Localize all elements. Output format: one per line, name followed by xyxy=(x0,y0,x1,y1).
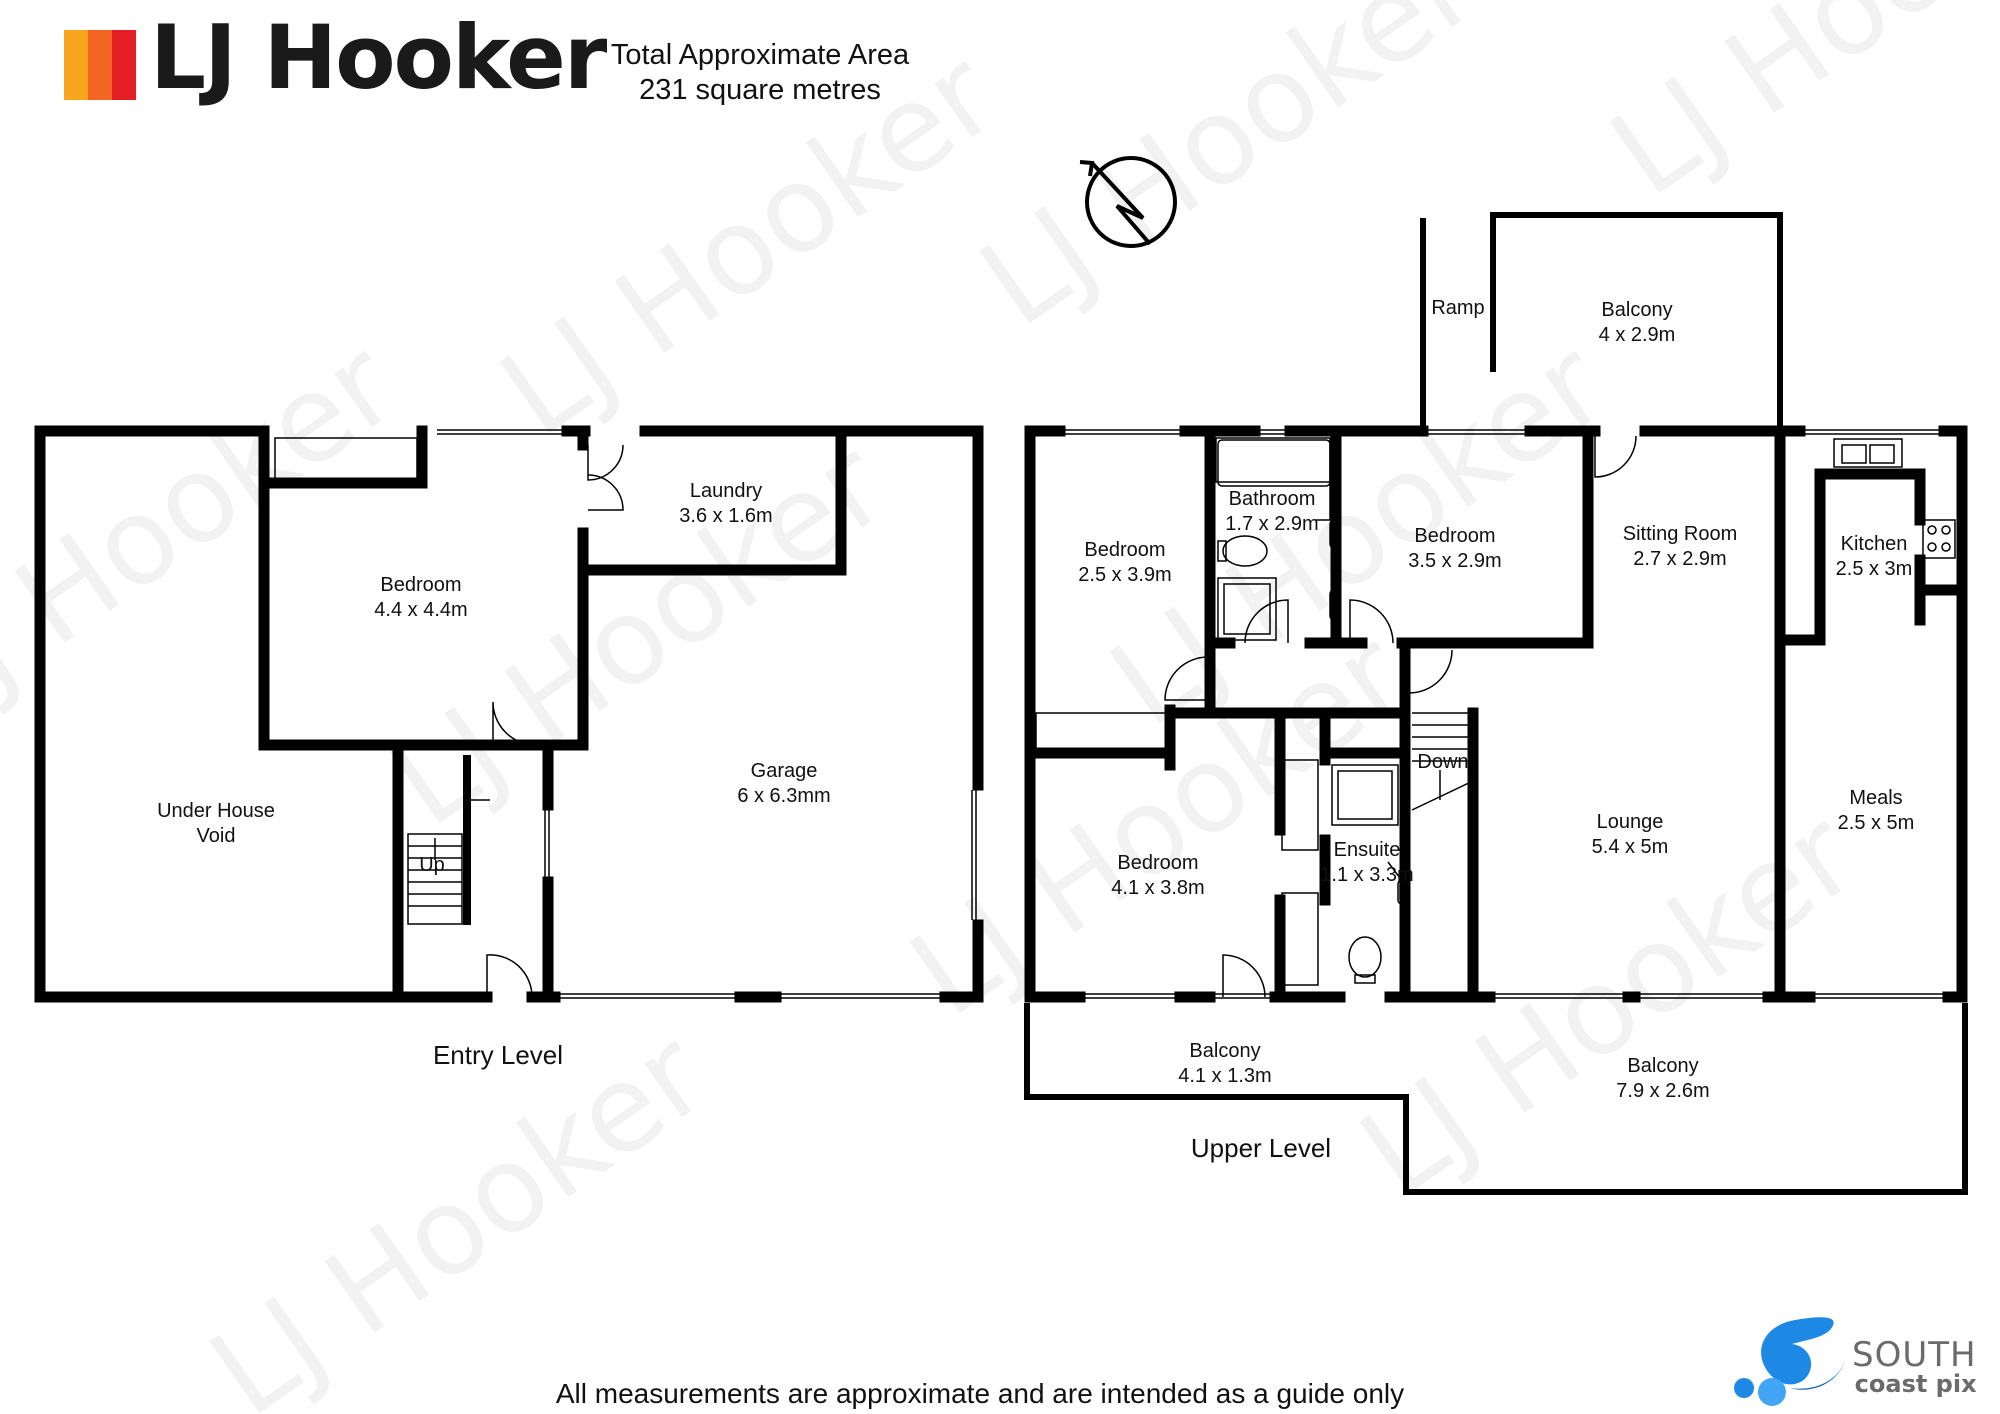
upper-level-windows xyxy=(1035,429,1963,999)
entry-level-label: Entry Level xyxy=(433,1040,563,1070)
bathroom-fixtures xyxy=(1217,439,1407,984)
room-name: Lounge xyxy=(1597,811,1664,833)
room-name: Bedroom xyxy=(380,574,461,596)
north-arrow-icon xyxy=(1079,156,1177,248)
disclaimer: All measurements are approximate and are… xyxy=(555,1378,1405,1409)
stairs-up xyxy=(407,833,463,925)
room-name: Meals xyxy=(1849,787,1902,809)
room-labels: Bedroom 4.4 x 4.4m Laundry 3.6 x 1.6m Un… xyxy=(157,297,1914,1102)
room-size: 5.4 x 5m xyxy=(1592,836,1669,858)
total-area-value: 231 square metres xyxy=(639,74,881,106)
logo-bar-yellow xyxy=(64,30,88,100)
entry-level-doors xyxy=(464,444,624,998)
room-name: Balcony xyxy=(1627,1055,1698,1077)
stairs-down xyxy=(1411,712,1476,811)
level-labels: Entry Level Upper Level xyxy=(433,1040,1331,1163)
brand-logo xyxy=(64,30,136,100)
room-name: Laundry xyxy=(690,480,762,502)
room-name: Sitting Room xyxy=(1623,523,1738,545)
watermark-text: LJ Hooker xyxy=(957,0,1501,354)
room-name: Balcony xyxy=(1189,1040,1260,1062)
room-name: Bedroom xyxy=(1084,539,1165,561)
upper-level-label: Upper Level xyxy=(1191,1133,1331,1163)
logo-bar-red xyxy=(112,30,136,100)
ramp-label: Ramp xyxy=(1431,297,1484,319)
photographer-logo-icon xyxy=(1734,1317,1845,1406)
brand-name: LJ Hooker xyxy=(150,6,607,109)
room-size: 4.4 x 4.4m xyxy=(374,599,467,621)
watermark-text: LJ Hooker xyxy=(1587,0,2000,224)
room-name: Under House xyxy=(157,800,275,822)
photographer-line1: SOUTH xyxy=(1852,1335,1977,1375)
balcony-outlines xyxy=(1024,212,1968,1195)
room-name: Bedroom xyxy=(1117,852,1198,874)
room-size: Void xyxy=(197,825,236,847)
room-size: 4 x 2.9m xyxy=(1599,324,1676,346)
logo-bar-orange xyxy=(88,30,112,100)
room-name: Ensuite xyxy=(1334,839,1401,861)
room-name: Kitchen xyxy=(1841,533,1908,555)
stairs-up-label: Up xyxy=(419,854,445,876)
photographer-line2: coast pix xyxy=(1854,1370,1977,1398)
room-name: Balcony xyxy=(1601,299,1672,321)
room-size: 4.1 x 3.8m xyxy=(1111,877,1204,899)
room-size: 7.9 x 2.6m xyxy=(1616,1080,1709,1102)
watermark-text: LJ Hooker xyxy=(0,315,421,754)
room-size: 2.5 x 5m xyxy=(1838,812,1915,834)
room-size: 6 x 6.3mm xyxy=(737,785,830,807)
room-size: 2.5 x 3m xyxy=(1836,558,1913,580)
room-size: 2.7 x 2.9m xyxy=(1633,548,1726,570)
entry-level-windows xyxy=(274,429,977,999)
kitchen-fixtures xyxy=(1833,438,1956,559)
room-size: 2.5 x 3.9m xyxy=(1078,564,1171,586)
room-size: 3.6 x 1.6m xyxy=(679,505,772,527)
room-name: Bedroom xyxy=(1414,525,1495,547)
stairs-down-label: Down xyxy=(1417,751,1468,773)
total-area: Total Approximate Area 231 square metres xyxy=(560,38,960,108)
room-name: Garage xyxy=(751,760,818,782)
photographer-name: SOUTH coast pix xyxy=(1852,1338,1977,1396)
room-size: 1.7 x 2.9m xyxy=(1225,513,1318,535)
total-area-label: Total Approximate Area xyxy=(610,39,910,71)
room-name: Bathroom xyxy=(1229,488,1316,510)
room-size: 4.1 x 1.3m xyxy=(1178,1065,1271,1087)
room-size: 1.1 x 3.3m xyxy=(1320,864,1413,886)
room-size: 3.5 x 2.9m xyxy=(1408,550,1501,572)
watermark-text: LJ Hooker xyxy=(477,25,1021,464)
